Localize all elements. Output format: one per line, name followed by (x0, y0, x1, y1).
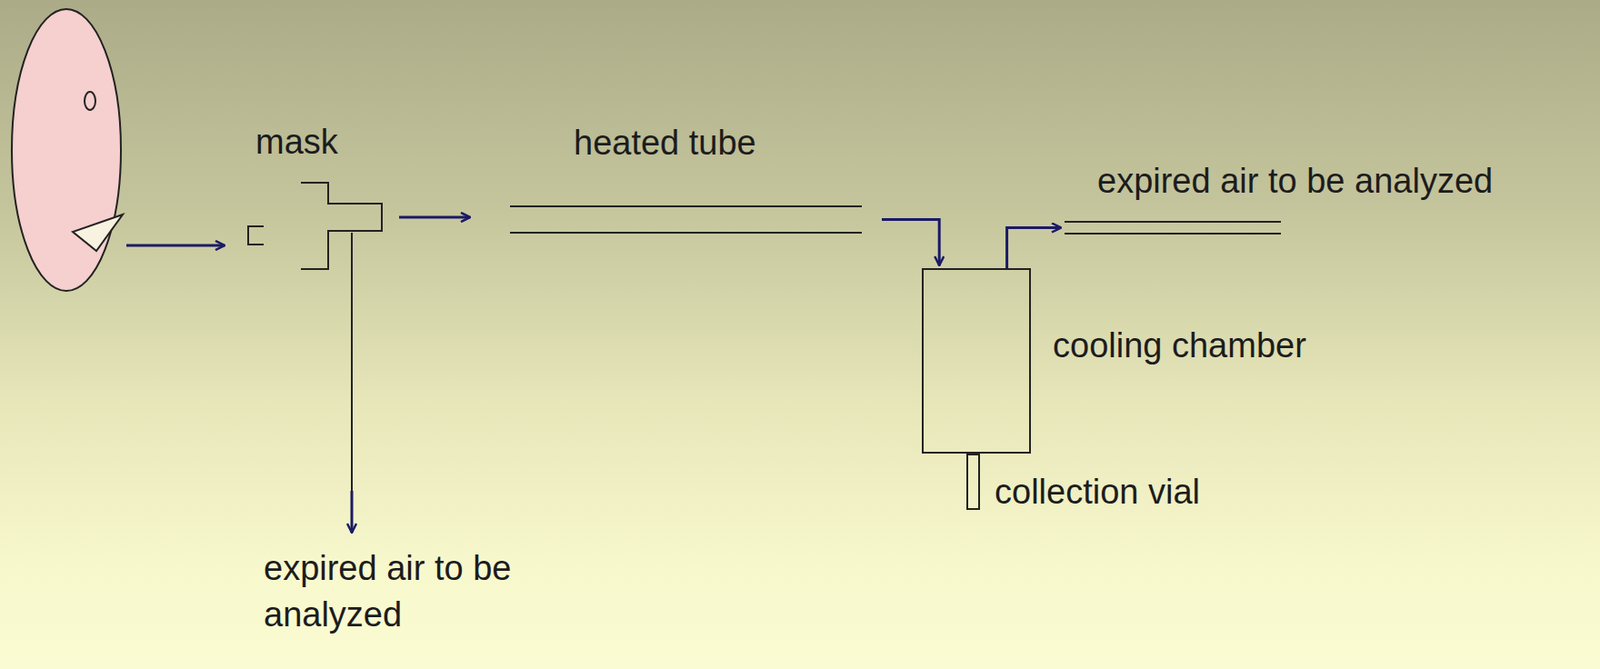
cooling-chamber-outline (921, 268, 1031, 454)
flow-arrow (399, 216, 470, 220)
flow-arrow (881, 220, 940, 267)
chamber-label: cooling chamber (1052, 325, 1307, 368)
flow-label: expired air to be analyzed (263, 545, 564, 640)
cooling-chamber: cooling chamber (921, 268, 1031, 454)
mask-outline (247, 181, 383, 270)
heated-tube-outline (510, 205, 862, 234)
vial-label: collection vial (994, 471, 1200, 514)
mask: mask (247, 181, 383, 270)
outlet-tube-outline (1064, 220, 1281, 235)
collection-vial-outline (966, 453, 980, 510)
outlet-tube: expired air to be analyzed (1064, 220, 1281, 235)
mouth (72, 214, 123, 251)
breath-arrow (126, 244, 225, 248)
sample-arrow (350, 490, 354, 533)
mask-label: mask (255, 121, 339, 164)
tube-label: heated tube (573, 122, 757, 165)
heated-tube: heated tube (510, 205, 862, 234)
outlet-label: expired air to be analyzed (1097, 160, 1493, 203)
collection-vial: collection vial (966, 453, 980, 510)
sample-line (350, 232, 353, 533)
face (11, 9, 121, 291)
flow-arrow (1007, 228, 1061, 270)
eye (84, 91, 96, 110)
